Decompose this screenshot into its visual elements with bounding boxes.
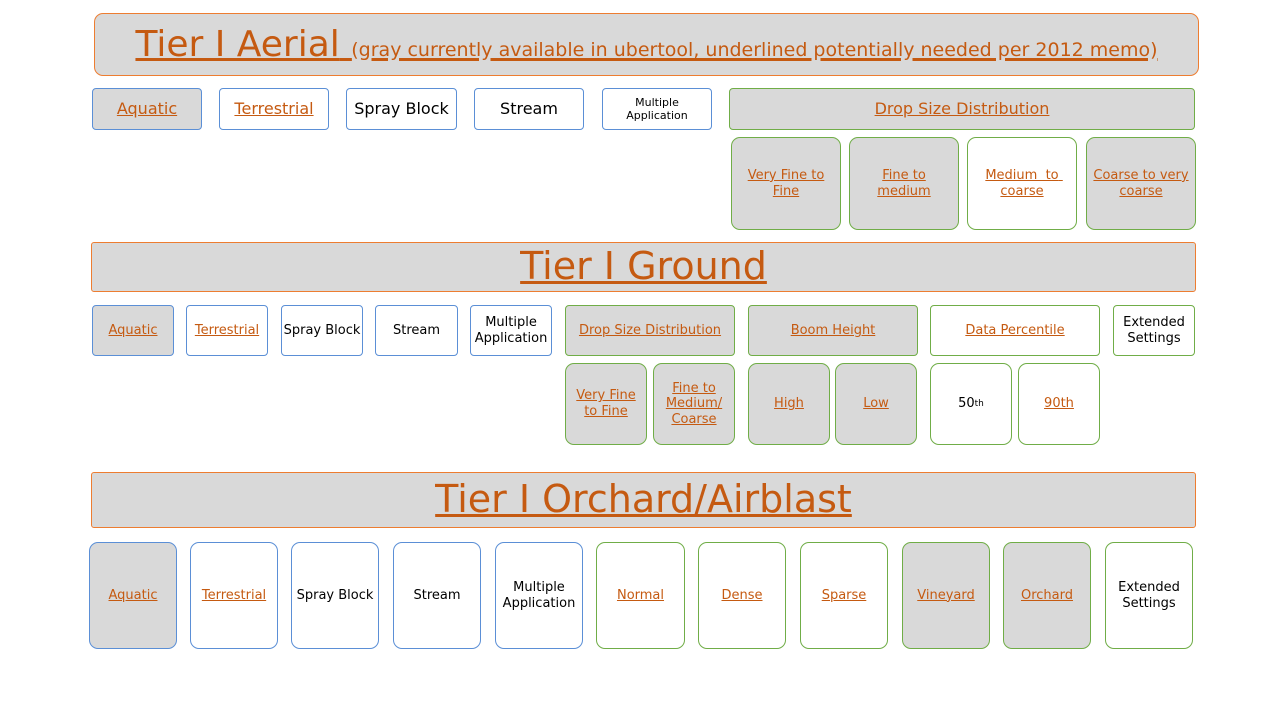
orchard-spray-block[interactable]: Spray Block: [291, 542, 379, 649]
ground-title: Tier I Ground: [520, 244, 767, 289]
aerial-drop-size-distribution[interactable]: Drop Size Distribution: [729, 88, 1195, 130]
aerial-terrestrial[interactable]: Terrestrial: [219, 88, 329, 130]
orchard-header: Tier I Orchard/Airblast: [91, 472, 1196, 528]
percentile-50-number: 50: [958, 396, 975, 412]
ground-multiple-application[interactable]: Multiple Application: [470, 305, 552, 356]
percentile-50-suffix: th: [974, 398, 984, 409]
orchard-orchard[interactable]: Orchard: [1003, 542, 1091, 649]
aerial-drop-coarse-to-very-coarse[interactable]: Coarse to very coarse: [1086, 137, 1196, 230]
ground-aquatic[interactable]: Aquatic: [92, 305, 174, 356]
ground-data-percentile[interactable]: Data Percentile: [930, 305, 1100, 356]
aerial-stream[interactable]: Stream: [474, 88, 584, 130]
orchard-stream[interactable]: Stream: [393, 542, 481, 649]
aerial-title: Tier I Aerial: [135, 23, 340, 65]
ground-drop-fine-to-medium-coarse[interactable]: Fine to Medium/ Coarse: [653, 363, 735, 445]
ground-boom-low[interactable]: Low: [835, 363, 917, 445]
ground-spray-block[interactable]: Spray Block: [281, 305, 363, 356]
ground-drop-very-fine-to-fine[interactable]: Very Fine to Fine: [565, 363, 647, 445]
ground-extended-settings[interactable]: Extended Settings: [1113, 305, 1195, 356]
aerial-multiple-application[interactable]: Multiple Application: [602, 88, 712, 130]
ground-drop-size-distribution[interactable]: Drop Size Distribution: [565, 305, 735, 356]
aerial-drop-very-fine-to-fine[interactable]: Very Fine to Fine: [731, 137, 841, 230]
orchard-extended-settings[interactable]: Extended Settings: [1105, 542, 1193, 649]
aerial-spray-block[interactable]: Spray Block: [346, 88, 457, 130]
ground-boom-height[interactable]: Boom Height: [748, 305, 918, 356]
ground-header: Tier I Ground: [91, 242, 1196, 292]
ground-percentile-90th[interactable]: 90th: [1018, 363, 1100, 445]
aerial-drop-medium-to-coarse[interactable]: Medium to coarse: [967, 137, 1077, 230]
orchard-aquatic[interactable]: Aquatic: [89, 542, 177, 649]
aerial-subtitle: (gray currently available in ubertool, u…: [351, 38, 1158, 61]
ground-terrestrial[interactable]: Terrestrial: [186, 305, 268, 356]
ground-boom-high[interactable]: High: [748, 363, 830, 445]
aerial-drop-fine-to-medium[interactable]: Fine to medium: [849, 137, 959, 230]
orchard-normal[interactable]: Normal: [596, 542, 685, 649]
orchard-dense[interactable]: Dense: [698, 542, 786, 649]
orchard-vineyard[interactable]: Vineyard: [902, 542, 990, 649]
orchard-terrestrial[interactable]: Terrestrial: [190, 542, 278, 649]
orchard-multiple-application[interactable]: Multiple Application: [495, 542, 583, 649]
aerial-header: Tier I Aerial (gray currently available …: [94, 13, 1199, 76]
orchard-title: Tier I Orchard/Airblast: [435, 477, 852, 522]
ground-stream[interactable]: Stream: [375, 305, 458, 356]
orchard-sparse[interactable]: Sparse: [800, 542, 888, 649]
aerial-aquatic[interactable]: Aquatic: [92, 88, 202, 130]
